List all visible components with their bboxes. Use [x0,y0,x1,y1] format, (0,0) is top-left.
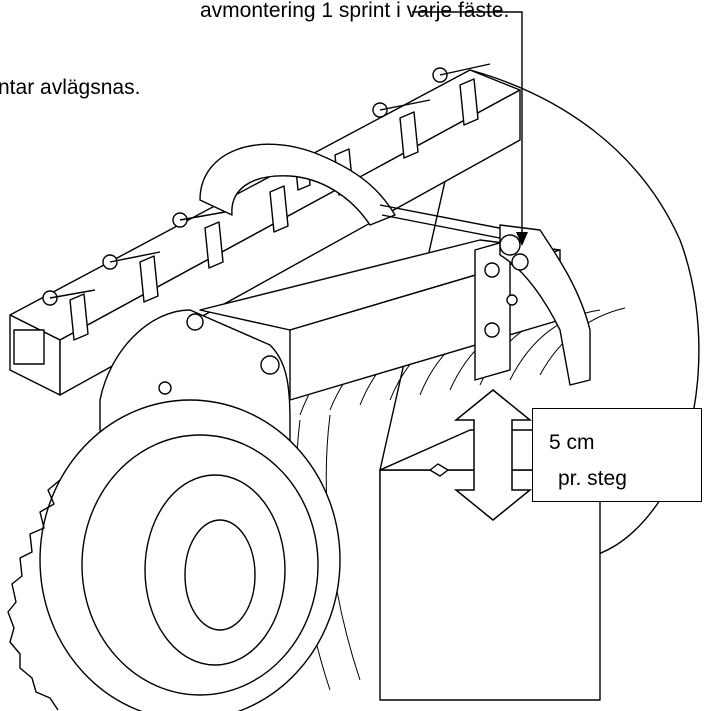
step-label-box: 5 cm pr. steg [532,408,702,502]
annotation-line-1: avmontering 1 sprint i varje fäste. [200,0,510,22]
annotation-line-2: ntar avlägsnas. [0,76,141,99]
curved-arm [199,143,396,226]
adjustment-arrow [453,389,533,521]
step-unit-label: pr. steg [558,467,627,490]
adjustment-bracket [474,239,511,381]
step-distance-label: 5 cm [549,431,595,454]
packer-wheel [7,399,341,711]
